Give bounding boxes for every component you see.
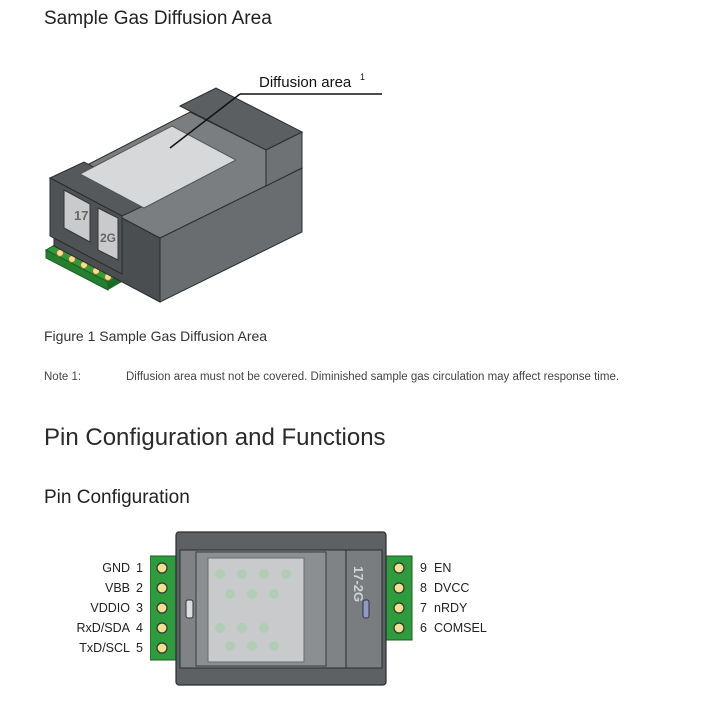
section-title: Sample Gas Diffusion Area bbox=[44, 8, 272, 29]
pin-label-left: TxD/SCL bbox=[79, 641, 130, 655]
pin-configuration-diagram: GND 1 VBB 2 VDDIO 3 RxD/SDA 4 TxD/SCL 5 bbox=[40, 530, 560, 695]
pin-number-right: 8 bbox=[420, 581, 427, 595]
diffusion-area-panel bbox=[78, 125, 238, 209]
sensor-mark-17: 17 bbox=[74, 208, 88, 223]
pin-label-left: VBB bbox=[104, 581, 130, 595]
callout-label: Diffusion area bbox=[259, 74, 352, 91]
slot-right bbox=[362, 599, 370, 619]
sensor-mark-2g: 2G bbox=[100, 231, 116, 245]
pin-label-left: RxD/SDA bbox=[76, 621, 130, 635]
pin-label-right: COMSEL bbox=[434, 621, 487, 635]
pin-label-right: EN bbox=[434, 561, 452, 575]
slot-left bbox=[185, 599, 194, 619]
note-label: Note 1: bbox=[44, 371, 82, 383]
callout-superscript: 1 bbox=[360, 72, 365, 82]
pin-number-left: 2 bbox=[136, 581, 143, 595]
section-heading: Pin Configuration and Functions bbox=[44, 424, 386, 451]
pin-label-right: nRDY bbox=[434, 601, 468, 615]
section-subheading: Pin Configuration bbox=[44, 487, 190, 508]
sensor-top-view: 17-2G bbox=[150, 531, 413, 686]
sensor-isometric-figure: 17 2G Diffusion area 1 bbox=[40, 70, 400, 315]
pin-number-right: 7 bbox=[420, 601, 427, 615]
top-view-mark: 17-2G bbox=[351, 566, 366, 602]
figure-caption: Figure 1 Sample Gas Diffusion Area bbox=[44, 328, 268, 344]
pin-number-left: 3 bbox=[136, 601, 143, 615]
pin-number-right: 9 bbox=[420, 561, 427, 575]
pin-label-left: VDDIO bbox=[90, 601, 130, 615]
pin-label-right: DVCC bbox=[434, 581, 470, 595]
note-text: Diffusion area must not be covered. Dimi… bbox=[126, 371, 620, 383]
pin-number-left: 4 bbox=[136, 621, 143, 635]
sensor-isometric-drawing: 17 2G Diffusion area 1 bbox=[44, 72, 382, 303]
pin-number-left: 1 bbox=[136, 561, 143, 575]
pin-number-left: 5 bbox=[136, 641, 143, 655]
callout-leader bbox=[169, 93, 241, 149]
pin-number-right: 6 bbox=[420, 621, 427, 635]
pin-label-left: GND bbox=[102, 561, 130, 575]
